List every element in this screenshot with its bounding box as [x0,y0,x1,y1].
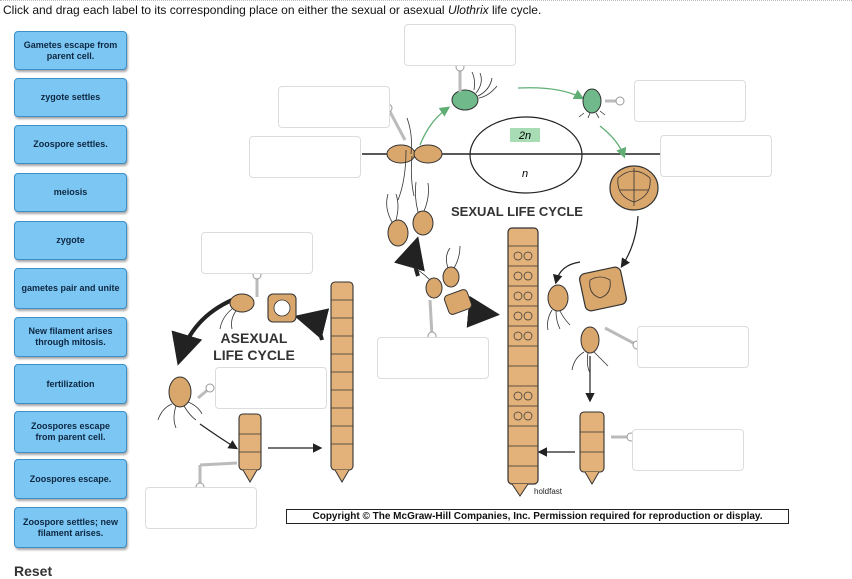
label-zoospore-settles[interactable]: Zoospore settles. [14,125,127,164]
zygote-cell [451,89,479,111]
drop-zone-7[interactable] [377,337,489,379]
drop-zone-3[interactable] [634,80,746,122]
gamete-c [425,277,443,299]
reset-button[interactable]: Reset [14,563,53,579]
sexual-life-cycle-title: SEXUAL LIFE CYCLE [451,204,583,219]
gamete-a [387,219,409,247]
settled-zygote [582,88,602,114]
drop-zone-4[interactable] [249,136,361,178]
gamete-case [443,289,473,315]
zoospore-case [579,266,627,312]
young-filament-right [579,411,605,485]
label-meiosis[interactable]: meiosis [14,173,127,212]
top-divider [0,0,852,1]
label-fertilization[interactable]: fertilization [14,364,127,404]
ploidy-ellipse [469,116,583,194]
gamete-d [442,266,460,288]
zoospore-b [580,326,600,354]
asexual-title-line1: ASEXUAL [221,330,288,346]
drop-zone-6[interactable] [201,232,313,274]
central-filament [507,227,539,497]
instruction-text: Click and drag each label to its corresp… [3,3,542,17]
drop-zone-9[interactable] [215,367,327,409]
drop-zone-5[interactable] [660,135,772,177]
label-gametes-pair[interactable]: gametes pair and unite [14,268,127,309]
label-zygote[interactable]: zygote [14,221,127,260]
gamete-right [413,144,443,164]
copyright-notice: Copyright © The McGraw-Hill Companies, I… [286,509,789,524]
asexual-title-line2: LIFE CYCLE [213,347,295,363]
zoospore-a [547,284,569,312]
drop-zone-11[interactable] [145,487,257,529]
ploidy-2n: 2n [518,130,531,142]
ploidy-n: n [522,168,528,180]
drop-zone-1[interactable] [404,24,516,66]
asexual-zoospore-settling [168,376,192,408]
asexual-zoospore-free [229,293,255,313]
label-zoospore-settles-new-filament[interactable]: Zoospore settles; new filament arises. [14,507,127,548]
label-zoospores-escape[interactable]: Zoospores escape. [14,459,127,499]
drop-zone-10[interactable] [632,429,744,471]
asexual-filament [330,281,354,483]
holdfast-label: holdfast [534,487,563,496]
drop-zone-2[interactable] [278,86,390,128]
label-new-filament-mitosis[interactable]: New filament arises through mitosis. [14,317,127,357]
gamete-b [412,210,434,236]
gamete-left [386,144,416,164]
label-gametes-escape[interactable]: Gametes escape from parent cell. [14,31,127,70]
drop-zone-8[interactable] [637,326,749,368]
ploidy-2n-box [510,128,540,142]
asexual-young-filament [238,413,262,483]
label-zoospores-escape-parent[interactable]: Zoospores escape from parent cell. [14,411,127,453]
label-zygote-settles[interactable]: zygote settles [14,78,127,117]
